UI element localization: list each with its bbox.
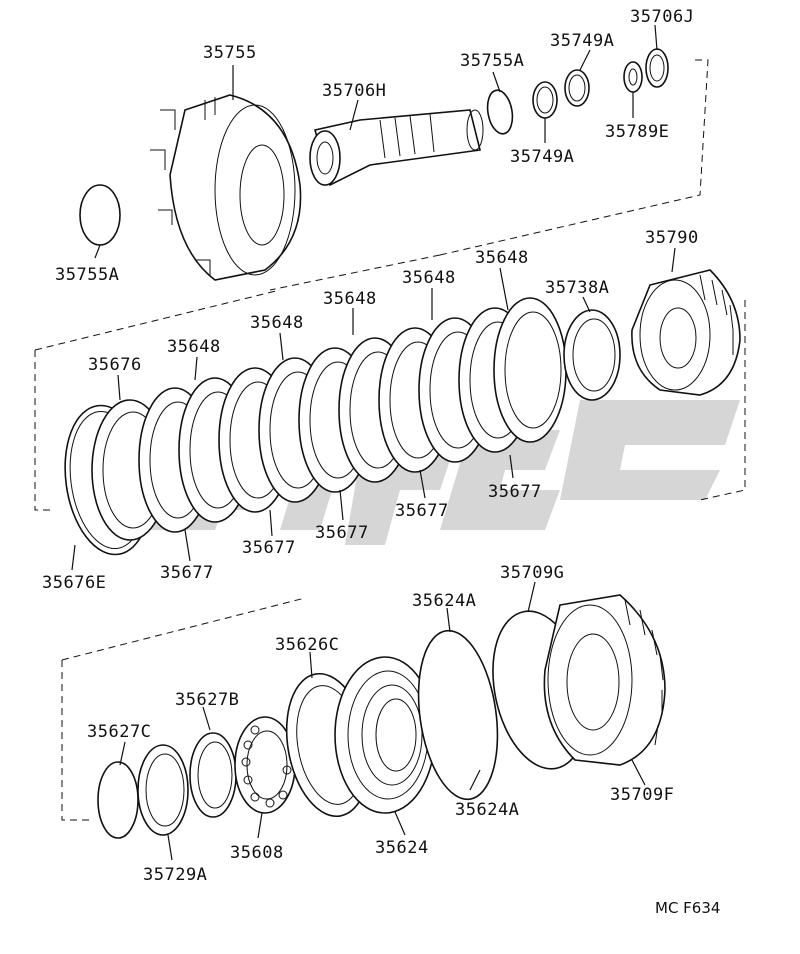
label-35789E: 35789E — [605, 122, 669, 142]
label-35608: 35608 — [230, 843, 284, 863]
label-35749A-mid: 35749A — [510, 147, 574, 167]
shaft-35706H — [309, 109, 484, 187]
label-35648-a: 35648 — [475, 248, 529, 268]
snap-ring-35627C — [97, 761, 139, 839]
label-35626C: 35626C — [275, 635, 339, 655]
label-35677-d: 35677 — [242, 538, 296, 558]
label-35676: 35676 — [88, 355, 142, 375]
middle-group-frame — [34, 289, 746, 511]
seal-35624A — [417, 629, 499, 801]
seal-ring-35749A-b — [564, 69, 590, 107]
label-35755: 35755 — [203, 43, 257, 63]
label-35706H: 35706H — [322, 81, 386, 101]
label-35755A-left: 35755A — [55, 265, 119, 285]
label-35677-b: 35677 — [395, 501, 449, 521]
leader-lines — [71, 24, 676, 861]
label-35755A-top: 35755A — [460, 51, 524, 71]
bottom-group-frame — [61, 597, 306, 821]
drum-35709F — [543, 594, 666, 766]
snap-ring-35755A-top — [486, 89, 514, 135]
label-35648-d: 35648 — [250, 313, 304, 333]
label-35738A: 35738A — [545, 278, 609, 298]
label-35676E: 35676E — [42, 573, 106, 593]
bearing-35706J — [645, 48, 669, 88]
seal-ring-35749A-a — [532, 81, 558, 119]
label-35648-e: 35648 — [167, 337, 221, 357]
label-35624: 35624 — [375, 838, 429, 858]
label-35648-b: 35648 — [402, 268, 456, 288]
drum-35755 — [150, 94, 302, 281]
hub-35790 — [631, 269, 741, 396]
diagram-code: MC F634 — [655, 899, 720, 917]
label-35709G: 35709G — [500, 563, 564, 583]
plate-35729A — [137, 744, 189, 836]
label-35627B: 35627B — [175, 690, 239, 710]
washer-35789E — [623, 61, 643, 93]
ring-35627B — [189, 732, 237, 818]
label-35648-c: 35648 — [323, 289, 377, 309]
label-35790: 35790 — [645, 228, 699, 248]
label-35706J: 35706J — [630, 7, 694, 27]
bearing-35608 — [234, 716, 296, 814]
label-35677-e: 35677 — [160, 563, 214, 583]
label-35709F: 35709F — [610, 785, 674, 805]
top-group-frame — [269, 59, 709, 291]
label-35749A-top: 35749A — [550, 31, 614, 51]
label-35677-c: 35677 — [315, 523, 369, 543]
snap-ring-35738A — [563, 309, 621, 401]
label-35729A: 35729A — [143, 865, 207, 885]
clutch-pack-plates — [138, 297, 567, 533]
snap-ring-35755A-left — [79, 184, 121, 246]
label-35624A-bot: 35624A — [455, 800, 519, 820]
label-35624A-top: 35624A — [412, 591, 476, 611]
label-35627C: 35627C — [87, 722, 151, 742]
label-35677-a: 35677 — [488, 482, 542, 502]
